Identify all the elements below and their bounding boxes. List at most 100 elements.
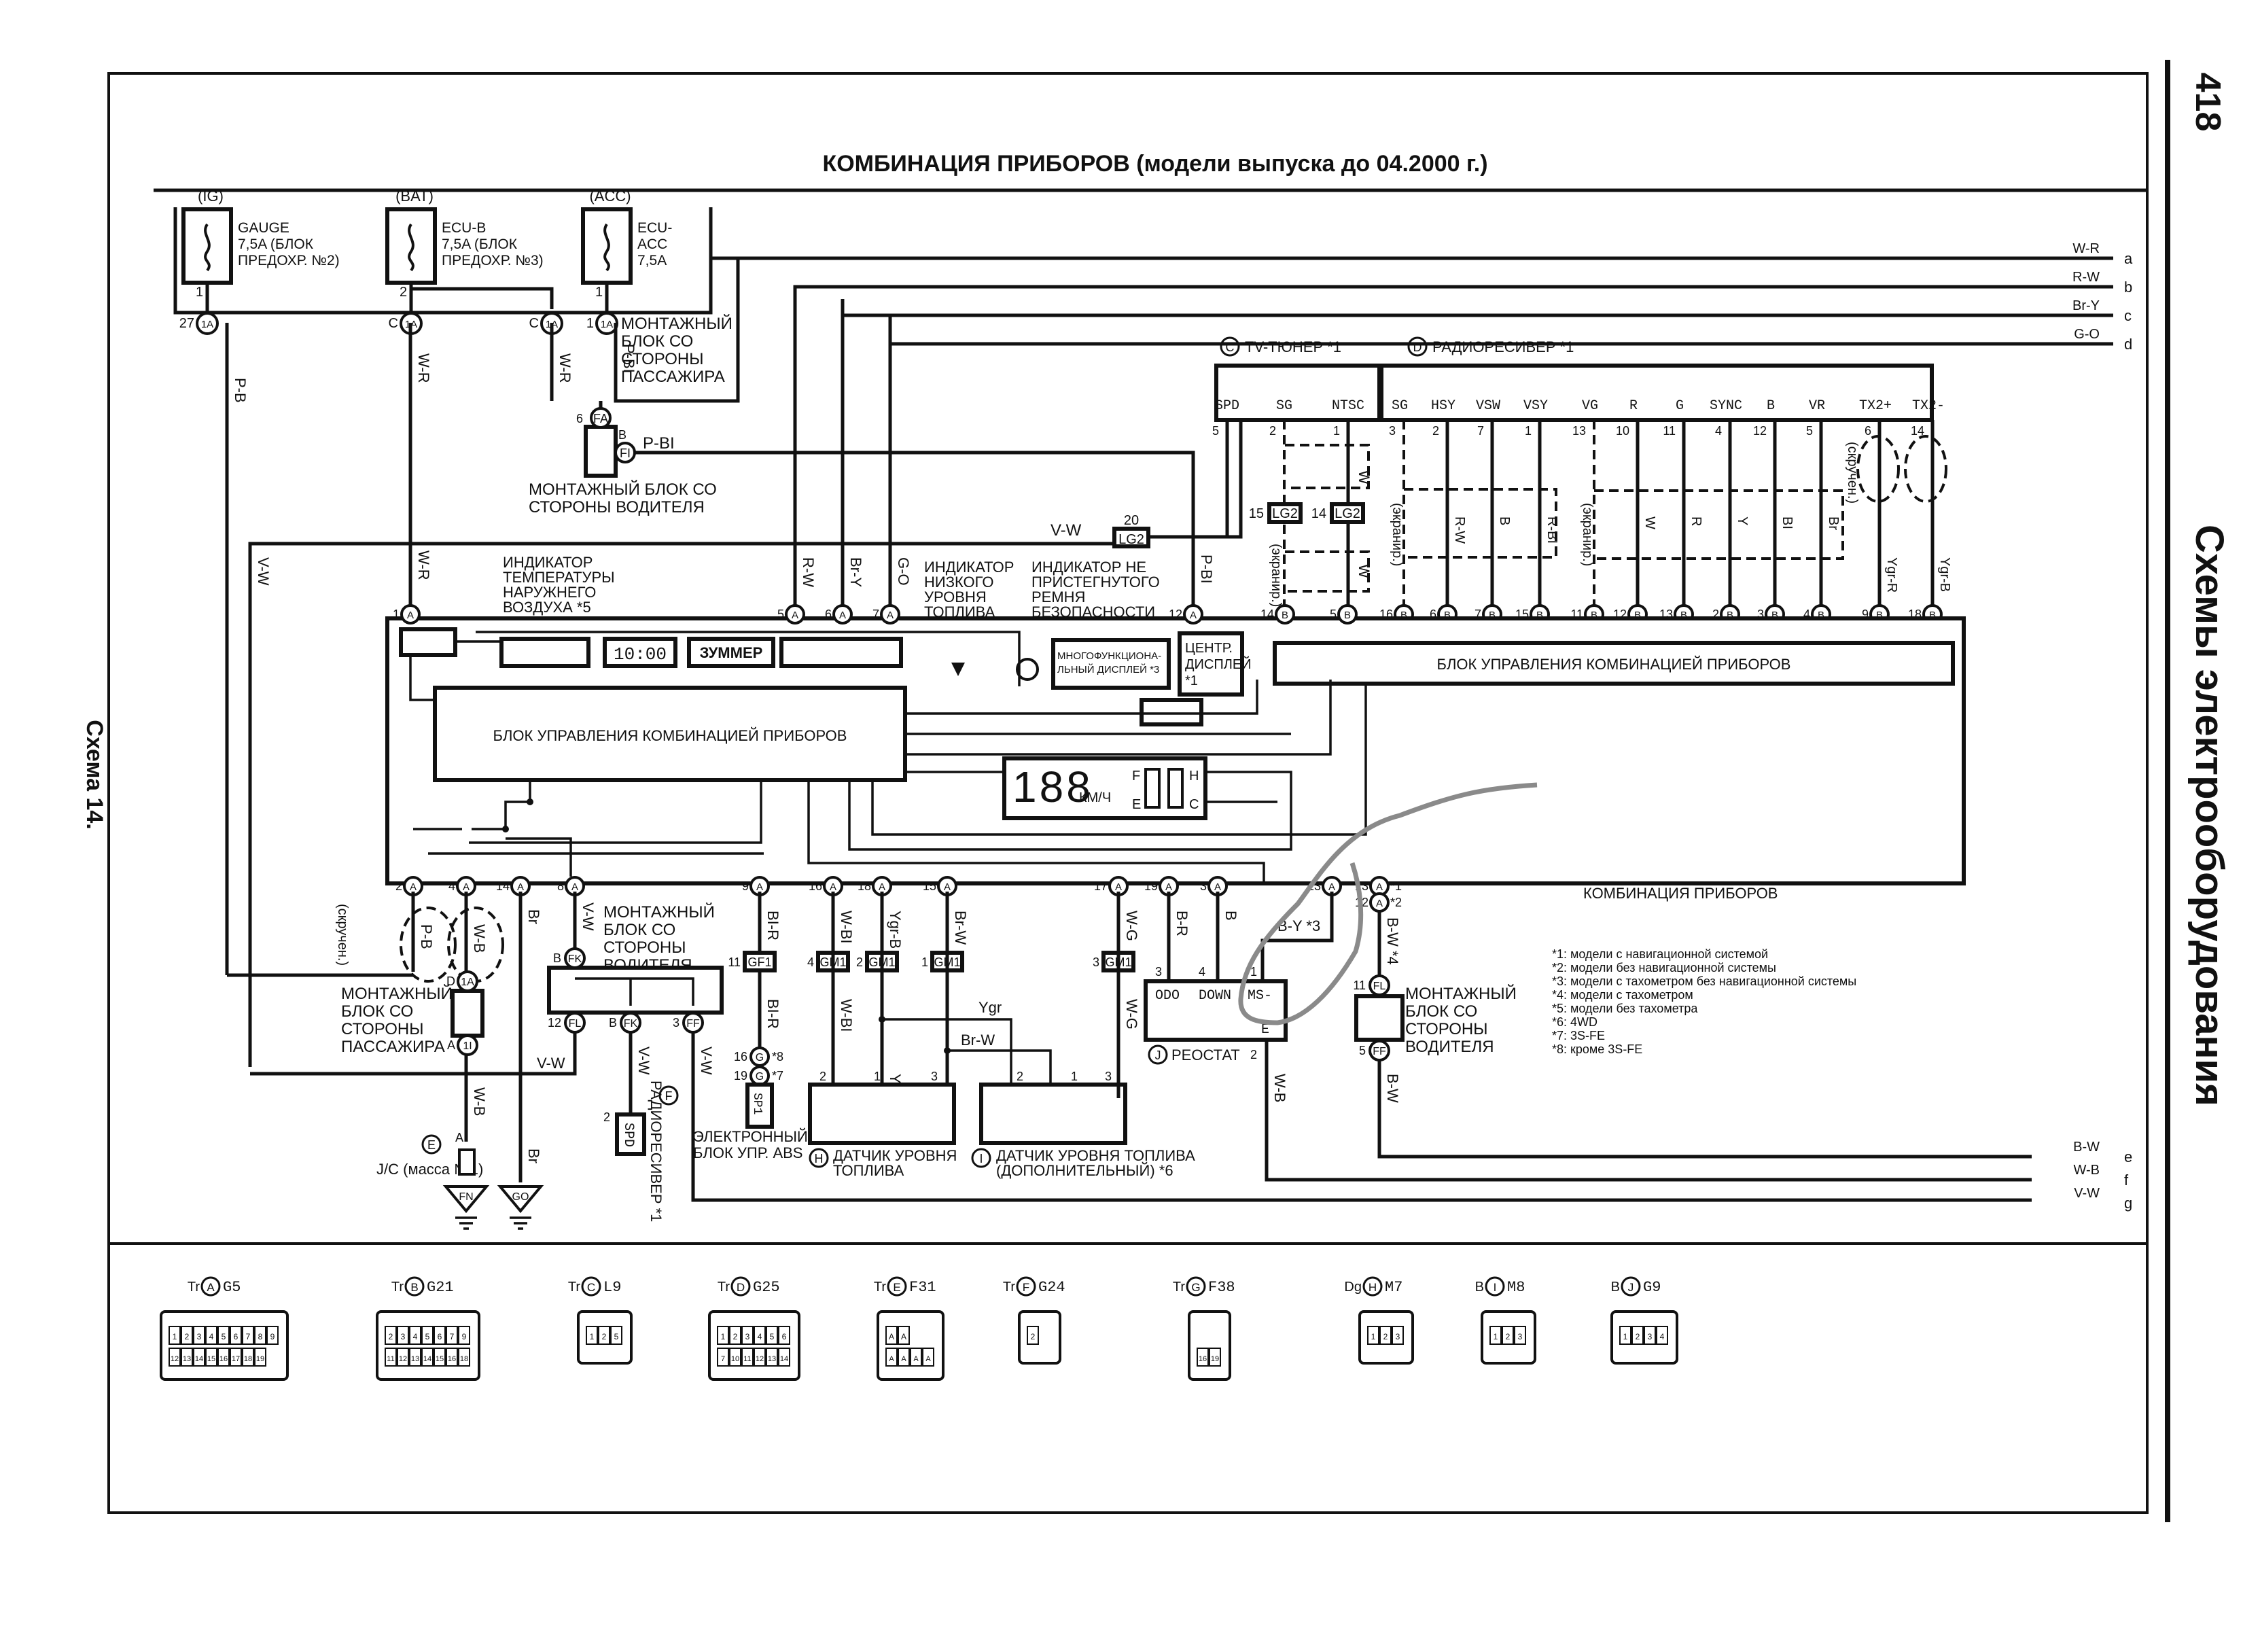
svg-text:SP1: SP1 xyxy=(750,1093,764,1114)
svg-text:A: A xyxy=(901,1355,906,1363)
svg-text:B: B xyxy=(1536,610,1543,621)
clock-display: 10:00 xyxy=(614,644,667,665)
svg-text:A: A xyxy=(792,610,798,621)
svg-text:9: 9 xyxy=(1862,608,1869,621)
svg-text:3: 3 xyxy=(1396,1332,1400,1341)
svg-text:16: 16 xyxy=(448,1355,456,1363)
junction-c-2: 1AC xyxy=(529,312,563,335)
svg-text:12: 12 xyxy=(1753,424,1767,438)
svg-text:МОНТАЖНЫЙ: МОНТАЖНЫЙ xyxy=(621,314,732,333)
svg-text:2: 2 xyxy=(733,1332,738,1341)
svg-text:СТОРОНЫ: СТОРОНЫ xyxy=(341,1020,424,1038)
svg-text:LG2: LG2 xyxy=(1272,506,1298,521)
right-wire-c: Br-Yc xyxy=(841,298,2132,342)
svg-text:4: 4 xyxy=(1803,608,1810,621)
svg-text:P-BI: P-BI xyxy=(643,434,675,453)
svg-text:G5: G5 xyxy=(223,1279,241,1296)
svg-text:B: B xyxy=(1818,610,1824,621)
svg-text:2: 2 xyxy=(395,879,402,893)
svg-text:A: A xyxy=(830,881,836,893)
svg-text:B-W *4: B-W *4 xyxy=(1384,917,1401,965)
svg-text:Y: Y xyxy=(1735,516,1750,525)
svg-text:FK: FK xyxy=(624,1018,638,1030)
svg-text:D: D xyxy=(737,1281,745,1294)
svg-text:10: 10 xyxy=(731,1355,739,1363)
svg-text:5: 5 xyxy=(770,1332,775,1341)
svg-text:БЛОК СО: БЛОК СО xyxy=(1405,1002,1477,1021)
svg-text:V-W: V-W xyxy=(1050,521,1082,540)
svg-text:SPD: SPD xyxy=(620,1123,636,1147)
svg-text:g: g xyxy=(2124,1195,2132,1212)
svg-text:*8: кроме 3S-FE: *8: кроме 3S-FE xyxy=(1552,1042,1642,1056)
svg-text:G-O: G-O xyxy=(2074,327,2100,342)
svg-text:МОНТАЖНЫЙ: МОНТАЖНЫЙ xyxy=(603,902,715,921)
svg-text:ТОПЛИВА: ТОПЛИВА xyxy=(924,603,995,620)
svg-text:A: A xyxy=(944,881,951,893)
svg-text:17: 17 xyxy=(232,1355,240,1363)
svg-text:a: a xyxy=(2124,250,2133,267)
svg-text:(IG): (IG) xyxy=(198,188,224,205)
driver-junction-block-top xyxy=(584,425,618,478)
svg-text:1: 1 xyxy=(1250,965,1257,979)
right-wire-f: W-Bf xyxy=(2073,1163,2129,1189)
svg-text:B: B xyxy=(1767,398,1775,414)
svg-text:M8: M8 xyxy=(1507,1279,1525,1296)
svg-text:Br-Y: Br-Y xyxy=(847,557,864,587)
svg-text:ТОПЛИВА: ТОПЛИВА xyxy=(833,1162,904,1179)
svg-text:C: C xyxy=(1189,797,1199,812)
svg-text:P-BI: P-BI xyxy=(620,344,637,373)
svg-text:ПРИСТЕГНУТОГО: ПРИСТЕГНУТОГО xyxy=(1031,574,1160,591)
cluster-bottom-pin: A17 xyxy=(1094,876,1129,896)
svg-text:1: 1 xyxy=(590,1332,595,1341)
svg-text:Tr: Tr xyxy=(568,1280,580,1295)
svg-text:*6: 4WD: *6: 4WD xyxy=(1552,1015,1597,1029)
cluster-bottom-pin: A8 xyxy=(557,876,585,896)
svg-text:3: 3 xyxy=(745,1332,750,1341)
svg-text:2: 2 xyxy=(1636,1332,1640,1341)
radio-receiver-box xyxy=(1379,364,1934,422)
right-wire-b: R-Wb xyxy=(793,270,2132,314)
svg-text:B-W: B-W xyxy=(2073,1140,2100,1155)
svg-text:BI-R: BI-R xyxy=(764,911,781,941)
svg-text:d: d xyxy=(2124,336,2132,353)
svg-text:9: 9 xyxy=(462,1332,467,1341)
svg-text:(ACC): (ACC) xyxy=(589,188,631,205)
svg-text:7: 7 xyxy=(721,1355,725,1363)
svg-text:5: 5 xyxy=(1330,608,1337,621)
svg-text:A: A xyxy=(410,881,417,893)
svg-text:W: W xyxy=(1356,470,1373,485)
svg-text:VR: VR xyxy=(1809,398,1825,414)
svg-text:F: F xyxy=(1023,1281,1029,1294)
svg-text:*1: *1 xyxy=(1390,879,1402,893)
svg-text:16: 16 xyxy=(734,1050,747,1064)
svg-text:FL: FL xyxy=(569,1018,582,1030)
svg-text:ТЕМПЕРАТУРЫ: ТЕМПЕРАТУРЫ xyxy=(503,569,615,586)
svg-text:C: C xyxy=(1226,340,1235,354)
svg-text:2: 2 xyxy=(1250,1048,1257,1061)
svg-text:МОНТАЖНЫЙ: МОНТАЖНЫЙ xyxy=(1405,984,1517,1003)
svg-text:G: G xyxy=(756,1052,764,1064)
svg-text:FL: FL xyxy=(1373,981,1386,992)
svg-text:V-W: V-W xyxy=(635,1047,652,1075)
cluster-top-pin: A1 xyxy=(393,604,421,625)
svg-text:КМ/Ч: КМ/Ч xyxy=(1079,790,1111,805)
svg-text:НАРУЖНЕГО: НАРУЖНЕГО xyxy=(503,584,596,601)
svg-text:ВОЗДУХА *5: ВОЗДУХА *5 xyxy=(503,599,591,616)
svg-text:L9: L9 xyxy=(603,1279,621,1296)
svg-text:B: B xyxy=(618,428,626,442)
svg-text:Tr: Tr xyxy=(874,1280,886,1295)
svg-text:LG2: LG2 xyxy=(1335,506,1360,521)
svg-text:VSW: VSW xyxy=(1476,398,1500,414)
svg-text:2: 2 xyxy=(819,1070,826,1083)
svg-text:12: 12 xyxy=(399,1355,407,1363)
svg-text:14: 14 xyxy=(423,1355,431,1363)
svg-text:SYNC: SYNC xyxy=(1710,398,1742,414)
svg-text:1: 1 xyxy=(1525,424,1532,438)
